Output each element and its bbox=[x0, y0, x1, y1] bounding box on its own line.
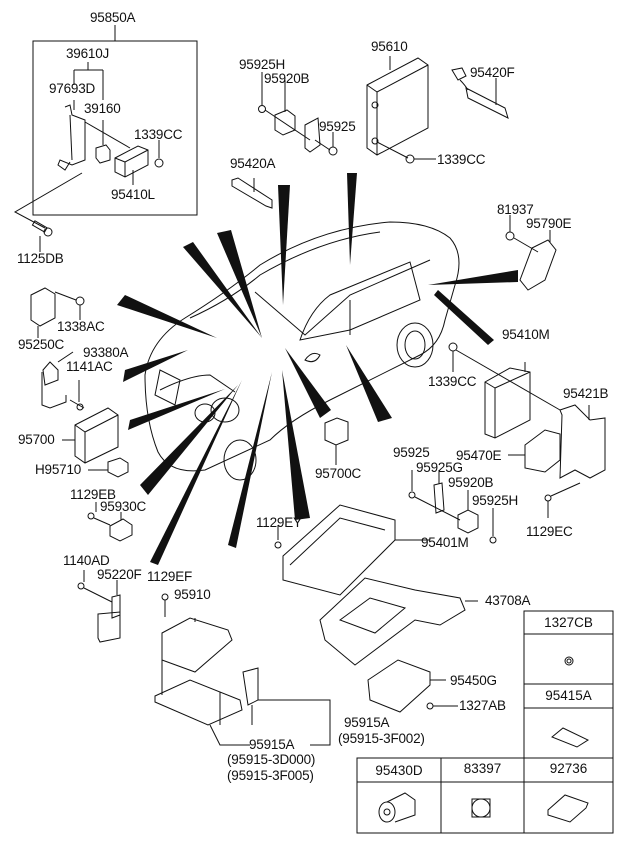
label-95450G: 95450G bbox=[450, 673, 497, 688]
square-pad-icon bbox=[471, 798, 491, 818]
relay-39160 bbox=[95, 120, 111, 164]
label-95850A: 95850A bbox=[90, 10, 136, 25]
label-1327AB: 1327AB bbox=[459, 698, 506, 713]
label-95420F: 95420F bbox=[470, 65, 515, 80]
bolt-1125DB bbox=[13, 172, 83, 252]
label-93380A: 93380A bbox=[83, 345, 129, 360]
legend-table-grid bbox=[356, 610, 614, 834]
relay-95220F bbox=[77, 570, 121, 643]
label-95915A-a-alt: (95915-3F002) bbox=[338, 731, 425, 746]
label-95915A-a: 95915A bbox=[344, 715, 390, 730]
module-95610 bbox=[366, 56, 436, 164]
bracket-95420A bbox=[231, 177, 273, 209]
label-95250C: 95250C bbox=[18, 337, 65, 352]
label-95925H-b: 95925H bbox=[472, 493, 519, 508]
legend-cell-92736: 92736 bbox=[549, 761, 588, 776]
label-95410M: 95410M bbox=[502, 327, 550, 342]
label-1339CC-a: 1339CC bbox=[134, 127, 183, 142]
bracket-43708A bbox=[319, 577, 478, 666]
switch-93380A bbox=[41, 351, 85, 411]
label-95700C: 95700C bbox=[315, 466, 362, 481]
label-1338AC: 1338AC bbox=[57, 319, 105, 334]
label-95915A-b-alt1: (95915-3D000) bbox=[227, 752, 316, 767]
legend-cell-1327CB: 1327CB bbox=[544, 615, 593, 630]
label-1129EY: 1129EY bbox=[256, 515, 302, 530]
assembly-box-95850A bbox=[32, 25, 198, 216]
label-1129EC: 1129EC bbox=[526, 524, 573, 539]
car-illustration bbox=[144, 221, 460, 481]
label-95925-a: 95925 bbox=[319, 119, 356, 134]
label-95220F: 95220F bbox=[97, 567, 142, 582]
label-95930C: 95930C bbox=[100, 499, 147, 514]
label-95790E: 95790E bbox=[526, 216, 572, 231]
leader-wedges bbox=[117, 173, 518, 565]
relay-bracket-group-mid bbox=[408, 470, 497, 544]
nut-icon bbox=[564, 656, 574, 666]
module-95700 bbox=[62, 407, 119, 464]
label-95915A-b: 95915A bbox=[249, 737, 295, 752]
relay-bracket-group-top bbox=[258, 72, 338, 156]
legend-cell-95430D: 95430D bbox=[375, 763, 423, 778]
bracket-95421B bbox=[559, 404, 606, 479]
label-95920B-b: 95920B bbox=[448, 475, 494, 490]
label-1141AC: 1141AC bbox=[66, 359, 113, 374]
label-95920B-a: 95920B bbox=[264, 71, 310, 86]
antenna-95420F bbox=[451, 67, 509, 119]
label-39160: 39160 bbox=[84, 101, 121, 116]
label-95470E: 95470E bbox=[456, 448, 502, 463]
label-1339CC-b: 1339CC bbox=[437, 152, 486, 167]
label-1339CC-c: 1339CC bbox=[428, 374, 477, 389]
label-1129EB: 1129EB bbox=[70, 487, 116, 502]
label-95410L: 95410L bbox=[111, 187, 155, 202]
label-97693D: 97693D bbox=[49, 81, 96, 96]
module-95790E bbox=[505, 215, 557, 291]
label-95700: 95700 bbox=[18, 432, 55, 447]
label-1140AD: 1140AD bbox=[63, 553, 110, 568]
label-95420A: 95420A bbox=[230, 156, 276, 171]
label-39610J: 39610J bbox=[66, 46, 110, 61]
legend-cell-83397: 83397 bbox=[463, 761, 502, 776]
rect-pad-icon bbox=[547, 794, 589, 823]
label-H95710: H95710 bbox=[35, 462, 82, 477]
label-95915A-b-alt2: (95915-3F005) bbox=[227, 768, 314, 783]
bracket-97693D bbox=[57, 100, 86, 171]
label-95925-b: 95925 bbox=[393, 445, 430, 460]
label-95925G: 95925G bbox=[416, 460, 463, 475]
label-95421B: 95421B bbox=[563, 386, 609, 401]
label-81937: 81937 bbox=[497, 202, 534, 217]
label-95401M: 95401M bbox=[421, 535, 469, 550]
label-1129EF: 1129EF bbox=[147, 569, 193, 584]
module-95910 bbox=[154, 593, 331, 746]
module-95450G bbox=[367, 659, 458, 713]
relay-95250C bbox=[30, 287, 85, 338]
label-95925H-a: 95925H bbox=[239, 57, 286, 72]
relay-95700C bbox=[324, 417, 349, 465]
legend-cell-95415A: 95415A bbox=[545, 688, 592, 703]
module-95401M bbox=[274, 504, 430, 596]
lock-cylinder-icon bbox=[378, 792, 416, 823]
bolt-1129EC bbox=[544, 482, 581, 518]
label-95910: 95910 bbox=[174, 587, 211, 602]
module-95410M bbox=[448, 342, 561, 439]
module-95410L bbox=[84, 121, 149, 185]
connector-H95710 bbox=[88, 457, 129, 478]
module-95470E bbox=[508, 429, 561, 473]
label-43708A: 43708A bbox=[485, 593, 531, 608]
relay-95930C bbox=[87, 502, 133, 542]
pad-icon bbox=[551, 727, 590, 748]
label-1125DB: 1125DB bbox=[17, 251, 64, 266]
nut-1339CC bbox=[154, 140, 164, 168]
label-95610: 95610 bbox=[371, 39, 408, 54]
